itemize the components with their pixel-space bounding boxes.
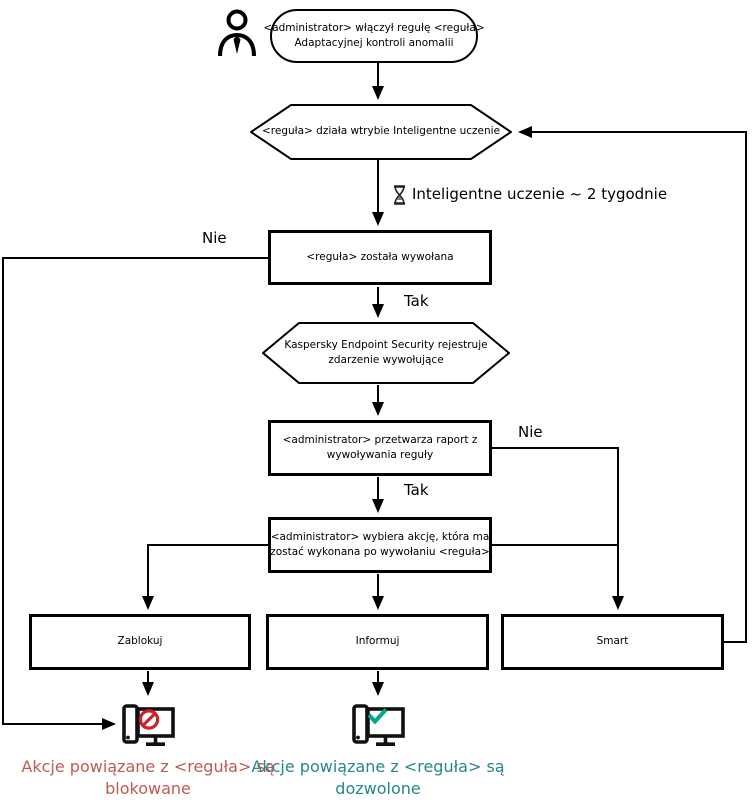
caption-allowed: Akcje powiązane z <reguła> są dozwolone	[251, 757, 505, 799]
hexagon-shape	[250, 104, 512, 160]
node-inform: Informuj	[266, 614, 489, 670]
processes-line2: wywoływania reguły	[326, 449, 434, 461]
edge-nie-loop-to-blocked-pc	[2, 257, 268, 730]
node-block-label: Zablokuj	[117, 635, 163, 648]
edge-selects-to-block	[142, 544, 268, 610]
check-icon	[367, 708, 388, 725]
node-training-mode: <reguła> działa wtrybie Inteligentne ucz…	[250, 104, 512, 160]
edge-report-nie-to-smart	[492, 447, 624, 610]
node-rule-triggered-label: <reguła> została wywołana	[306, 250, 454, 263]
hexagon-shape	[262, 322, 510, 384]
edge-label-tak-1: Tak	[404, 292, 429, 310]
blocked-computer-icon	[122, 704, 175, 746]
edge-label-nie-right: Nie	[518, 423, 543, 441]
node-selects-action: <administrator> wybiera akcję, która ma …	[268, 517, 492, 573]
node-processes-report: <administrator> przetwarza raport z wywo…	[268, 420, 492, 476]
selects-line2: zostać wykonana po wywołaniu <reguła>	[270, 546, 490, 558]
allowed-computer-icon	[352, 704, 405, 746]
node-smart: Smart	[501, 614, 724, 670]
registers-line1: Kaspersky Endpoint Security rejestruje	[284, 338, 488, 351]
node-registers-event-label: Kaspersky Endpoint Security rejestruje z…	[262, 322, 510, 384]
prohibition-icon	[138, 709, 160, 730]
node-rule-triggered: <reguła> została wywołana	[268, 230, 492, 285]
tie-shape	[233, 35, 241, 54]
edge-label-nie-left: Nie	[202, 229, 227, 247]
node-start: <administrator> włączył regułę <reguła> …	[263, 9, 485, 63]
edge-smart-feedback-to-mode	[518, 126, 747, 643]
registers-line2: zdarzenie wywołujące	[328, 354, 444, 366]
person-icon	[218, 9, 256, 57]
node-training-mode-label: <reguła> działa wtrybie Inteligentne ucz…	[261, 125, 501, 138]
processes-line1: <administrator> przetwarza raport z	[282, 433, 478, 446]
edge-label-tak-2: Tak	[404, 481, 429, 499]
hourglass-icon	[394, 185, 405, 205]
node-inform-label: Informuj	[355, 635, 400, 648]
hourglass-sand	[397, 196, 402, 200]
node-smart-label: Smart	[596, 635, 629, 648]
node-block: Zablokuj	[29, 614, 251, 670]
node-registers-event: Kaspersky Endpoint Security rejestruje z…	[262, 322, 510, 384]
node-start-line1: <administrator> włączył regułę <reguła>	[263, 21, 485, 34]
selects-line1: <administrator> wybiera akcję, która ma	[270, 530, 490, 543]
node-start-line2: Adaptacyjnej kontroli anomalii	[294, 37, 454, 49]
training-duration-note: Inteligentne uczenie ~ 2 tygodnie	[412, 185, 668, 203]
caption-blocked: Akcje powiązane z <reguła> są blokowane	[21, 757, 275, 799]
